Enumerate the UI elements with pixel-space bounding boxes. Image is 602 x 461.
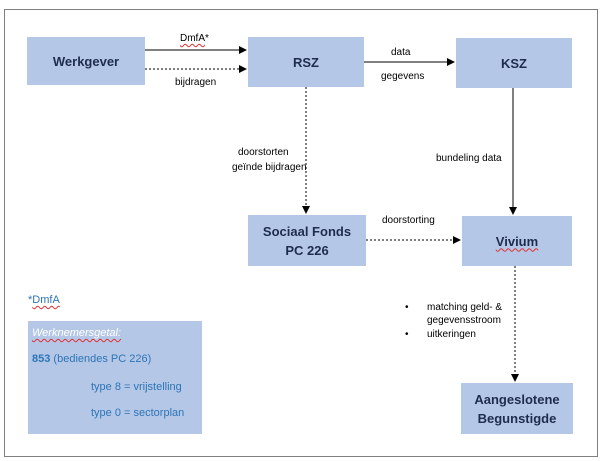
legend-value-number: 853	[32, 353, 51, 365]
footnote-star: *	[28, 294, 33, 306]
label-dmfa-text: DmfA	[180, 33, 205, 44]
node-ksz: KSZ	[456, 38, 572, 88]
diagram-frame	[4, 9, 598, 457]
node-ksz-label: KSZ	[501, 55, 527, 71]
bullet-list: matching geld- & gegevensstroom uitkerin…	[405, 301, 502, 341]
label-gegevens: gegevens	[381, 71, 425, 82]
legend-title: Werknemersgetal:	[32, 327, 122, 339]
node-werkgever-label: Werkgever	[52, 53, 120, 69]
node-aangeslotene: Aangeslotene Begunstigde	[461, 383, 573, 434]
node-sociaal-fonds: Sociaal Fonds PC 226	[248, 215, 366, 266]
label-doorstorting: doorstorting	[382, 215, 435, 226]
node-aangeslotene-line2: Begunstigde	[477, 410, 557, 426]
node-aangeslotene-line1: Aangeslotene	[474, 391, 560, 407]
bullet-item-uitkeringen: uitkeringen	[405, 328, 502, 341]
bullet-item-matching-line1: matching geld- &	[427, 302, 503, 313]
label-bundeling-data: bundeling data	[436, 153, 502, 164]
legend-value-note: (bediendes PC 226)	[53, 353, 152, 365]
footnote-text: DmfA	[32, 294, 60, 306]
label-bijdragen: bijdragen	[175, 77, 217, 88]
legend-value: 853 (bediendes PC 226)	[32, 353, 151, 365]
node-vivium-label: Vivium	[495, 233, 539, 249]
bullet-item-matching-line2: gegevensstroom	[427, 315, 501, 326]
legend-type8: type 8 = vrijstelling	[91, 381, 182, 393]
node-sociaal-fonds-line2: PC 226	[285, 242, 329, 258]
bullet-item-matching: matching geld- & gegevensstroom	[405, 301, 502, 327]
label-doorstorten: doorstorten	[238, 147, 289, 158]
label-dmfa: DmfA*	[180, 33, 209, 45]
label-data: data	[391, 47, 411, 58]
node-vivium: Vivium	[462, 216, 572, 266]
footnote-dmfa: *DmfA	[28, 294, 60, 306]
label-geinde-bijdragen: geïnde bijdragen	[232, 162, 307, 173]
bullet-item-uitkeringen-text: uitkeringen	[427, 329, 476, 340]
label-dmfa-star: *	[205, 33, 209, 44]
node-rsz: RSZ	[248, 37, 364, 87]
node-rsz-label: RSZ	[293, 54, 319, 70]
legend-box: Werknemersgetal: 853 (bediendes PC 226) …	[28, 321, 202, 434]
node-sociaal-fonds-line1: Sociaal Fonds	[262, 223, 352, 239]
legend-type0: type 0 = sectorplan	[91, 407, 185, 419]
node-werkgever: Werkgever	[27, 37, 145, 85]
